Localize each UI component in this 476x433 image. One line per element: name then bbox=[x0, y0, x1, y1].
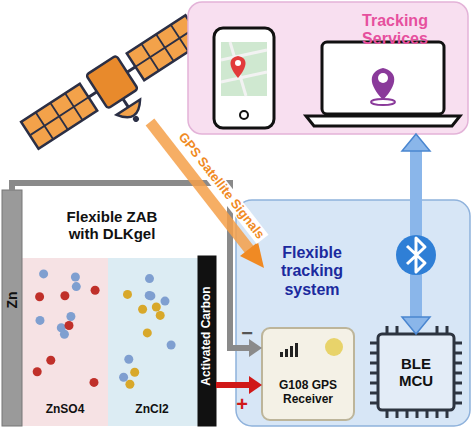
chip-pin bbox=[370, 362, 378, 365]
ion-dot bbox=[156, 311, 165, 320]
ion-dot bbox=[65, 321, 74, 330]
ion-dot bbox=[124, 355, 133, 364]
chip-pin bbox=[436, 410, 439, 418]
ion-dot bbox=[46, 356, 55, 365]
chip-pin bbox=[386, 326, 389, 334]
chip-pin bbox=[396, 326, 399, 334]
chip-pin bbox=[454, 352, 462, 355]
ion-dot bbox=[35, 292, 44, 301]
chip-pin bbox=[454, 362, 462, 365]
chip-pin bbox=[406, 410, 409, 418]
tracking-system-panel-shape bbox=[236, 200, 470, 426]
ion-dot bbox=[66, 312, 75, 321]
ion-dot bbox=[145, 274, 154, 283]
chip-pin bbox=[454, 392, 462, 395]
phone-icon bbox=[214, 28, 274, 128]
ion-dot bbox=[33, 367, 42, 376]
chip-pins bbox=[370, 326, 462, 418]
ion-dot bbox=[167, 341, 176, 350]
ion-dot bbox=[90, 378, 99, 387]
ion-dot bbox=[130, 368, 139, 377]
chip-pin bbox=[454, 372, 462, 375]
ion-dot bbox=[123, 290, 132, 299]
electrolyte-label: ZnSO4 bbox=[46, 403, 85, 417]
node-label: Tracking Services bbox=[345, 12, 445, 49]
chip-pin bbox=[446, 410, 449, 418]
connector-line bbox=[410, 150, 422, 318]
chip-pin bbox=[396, 410, 399, 418]
arrow-head bbox=[402, 134, 430, 151]
gps-module-detail bbox=[280, 338, 343, 357]
connector bbox=[216, 376, 262, 394]
chip-pin bbox=[370, 342, 378, 345]
chip-pin bbox=[454, 402, 462, 405]
chip-pin bbox=[370, 392, 378, 395]
signal-label: GPS Satellite Signals bbox=[174, 128, 269, 243]
battery-group: Flexible ZAB with DLKgelZn Activated Carb… bbox=[0, 190, 222, 433]
chip-pin bbox=[370, 402, 378, 405]
node-label: Flexible tracking system bbox=[270, 244, 354, 299]
node-label: G108 GPS Receiver bbox=[266, 379, 350, 407]
bluetooth-symbol bbox=[396, 235, 436, 275]
node-label: Zn bbox=[4, 291, 20, 308]
ion-dot bbox=[72, 282, 81, 291]
ion-dot bbox=[60, 291, 69, 300]
chip-pin bbox=[446, 326, 449, 334]
chip-pin bbox=[416, 410, 419, 418]
mcu-chip-shape bbox=[378, 334, 454, 410]
arrow-head bbox=[249, 376, 262, 394]
ion-dot bbox=[125, 380, 134, 389]
tracking-system-panel: Flexible tracking systemG108 GPS Receive… bbox=[236, 200, 470, 426]
znso4-compartment bbox=[22, 258, 108, 426]
connector bbox=[402, 134, 430, 334]
chip-pin bbox=[370, 382, 378, 385]
carbon-cathode-shape bbox=[198, 256, 216, 426]
signal-arrow bbox=[150, 122, 264, 268]
ion-dot bbox=[39, 269, 48, 278]
chip-pin bbox=[426, 410, 429, 418]
ion-dot bbox=[152, 303, 161, 312]
zinc-anode: Zn bbox=[2, 190, 22, 426]
ion-dot bbox=[71, 273, 80, 282]
zncl2-compartment bbox=[108, 258, 198, 426]
ion-dot bbox=[146, 291, 155, 300]
node-label: BLE MCU bbox=[394, 355, 438, 390]
ion-dot bbox=[143, 328, 152, 337]
ion-dot bbox=[91, 286, 100, 295]
electrolyte-label: ZnCl2 bbox=[135, 403, 168, 417]
node-label: Flexible ZAB with DLKgel bbox=[52, 208, 172, 243]
laptop-icon bbox=[306, 42, 460, 126]
terminal-sign: − bbox=[241, 322, 253, 345]
chip-pin bbox=[370, 352, 378, 355]
ion-dot bbox=[161, 297, 170, 306]
ion-dot bbox=[57, 323, 66, 332]
mcu-chip: BLE MCU bbox=[378, 334, 454, 410]
chip-pin bbox=[370, 372, 378, 375]
service-panel-shape bbox=[188, 2, 468, 134]
arrow-head bbox=[402, 317, 430, 334]
ion-dot bbox=[36, 316, 45, 325]
gps-receiver-module: G108 GPS Receiver bbox=[262, 328, 354, 420]
terminal-sign: + bbox=[236, 393, 248, 416]
chip-pin bbox=[386, 410, 389, 418]
service-panel: Tracking Services bbox=[188, 2, 468, 134]
carbon-cathode: Activated Carbon bbox=[198, 256, 216, 426]
chip-pin bbox=[454, 342, 462, 345]
chip-pin bbox=[454, 382, 462, 385]
zinc-anode-shape bbox=[2, 190, 22, 426]
node-label: Activated Carbon bbox=[200, 286, 214, 385]
ion-dots bbox=[33, 269, 176, 388]
connector-line bbox=[216, 382, 250, 388]
gps-receiver-module-shape bbox=[262, 328, 354, 420]
ion-dot bbox=[119, 373, 128, 382]
ion-dot bbox=[138, 305, 147, 314]
chip-pin bbox=[436, 326, 439, 334]
